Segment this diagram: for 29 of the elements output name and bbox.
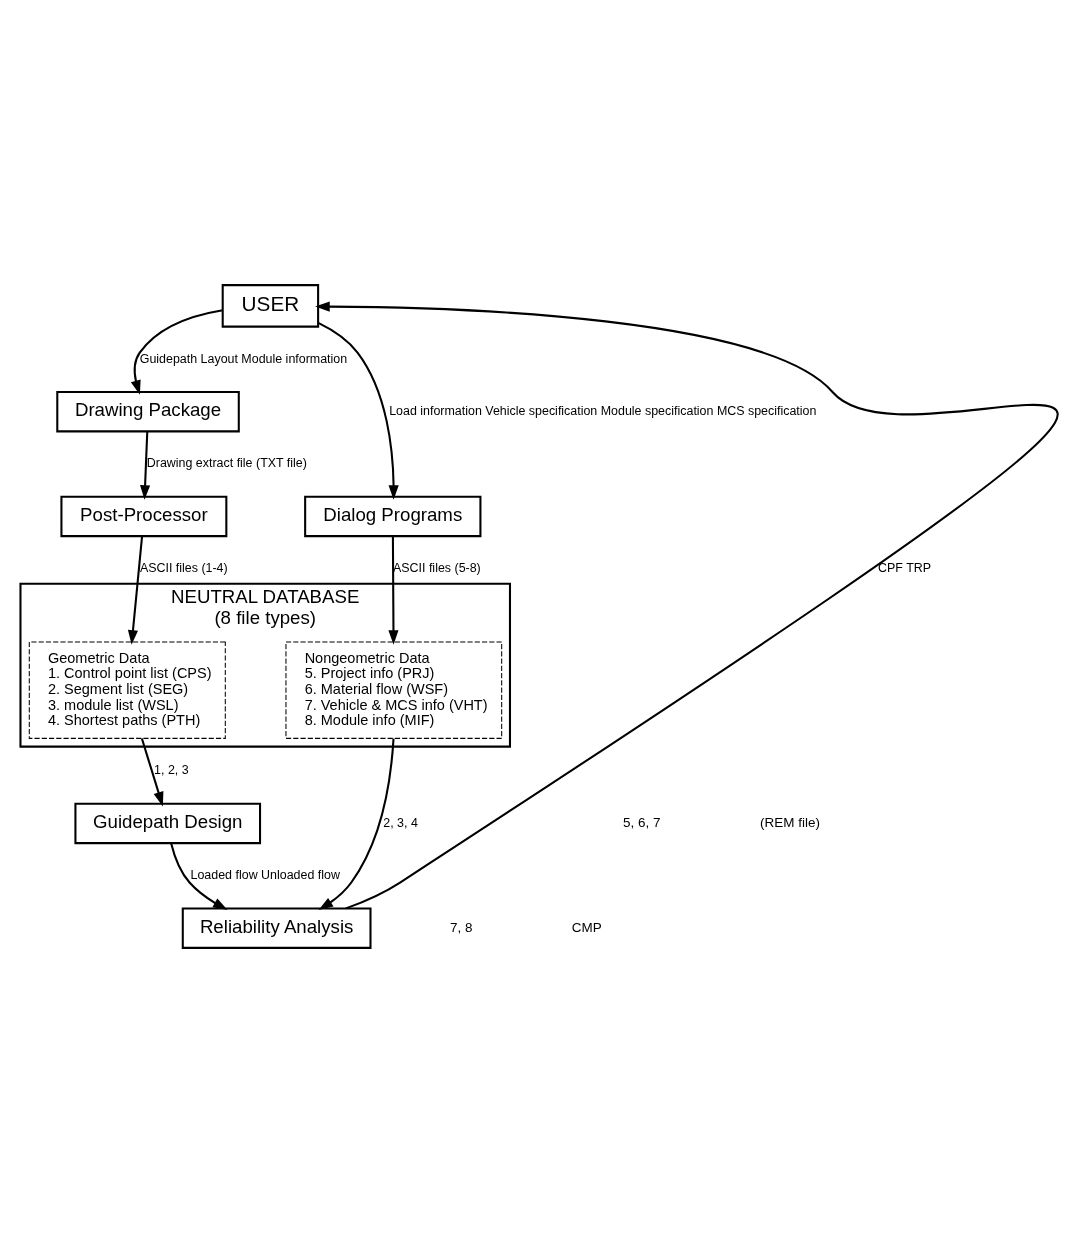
edge-label: 2, 3, 4 <box>383 815 418 830</box>
label: CMP <box>571 919 602 935</box>
arrow <box>170 843 228 910</box>
node-box: Post-Processor <box>60 495 228 538</box>
edge-label: 1, 2, 3 <box>154 763 189 778</box>
edge-label: ASCII files (5-8) <box>392 561 481 576</box>
node-box: USER <box>221 284 320 328</box>
arrow <box>318 738 395 911</box>
node-box: Drawing Package <box>56 390 240 433</box>
node-box: Dialog Programs <box>304 495 482 538</box>
arrow <box>140 431 151 500</box>
node-box: Reliability Analysis <box>181 907 372 949</box>
label: 7, 8 <box>450 919 473 935</box>
edge-label: Load information Vehicle specification Module specification MCS specification <box>389 403 817 418</box>
edge-label: Loaded flow Unloaded flow <box>190 867 340 882</box>
edge-label: CPF TRP <box>878 561 932 576</box>
arrow <box>315 301 1057 910</box>
label: 5, 6, 7 <box>622 814 661 830</box>
node-box: Nongeometric Data 5. Project info (PRJ) 6. Material flow (WSF) 7. Vehicle & MCS info (VHT) 8. Module info (MIF) <box>285 641 503 739</box>
arrow <box>130 309 223 395</box>
arrow <box>317 321 399 500</box>
edge-label: Guidepath Layout Module information <box>139 351 348 366</box>
arrow <box>127 536 144 645</box>
edge-label: Drawing extract file (TXT file) <box>146 456 307 471</box>
label: (REM file) <box>760 814 820 830</box>
node-box: Geometric Data 1. Control point list (CPS) 2. Segment list (SEG) 3. module list (WSL) 4. Shortest paths (PTH) <box>28 641 226 739</box>
edge-label: ASCII files (1-4) <box>139 561 228 576</box>
node-box: Guidepath Design <box>74 802 262 845</box>
arrow <box>388 536 399 645</box>
